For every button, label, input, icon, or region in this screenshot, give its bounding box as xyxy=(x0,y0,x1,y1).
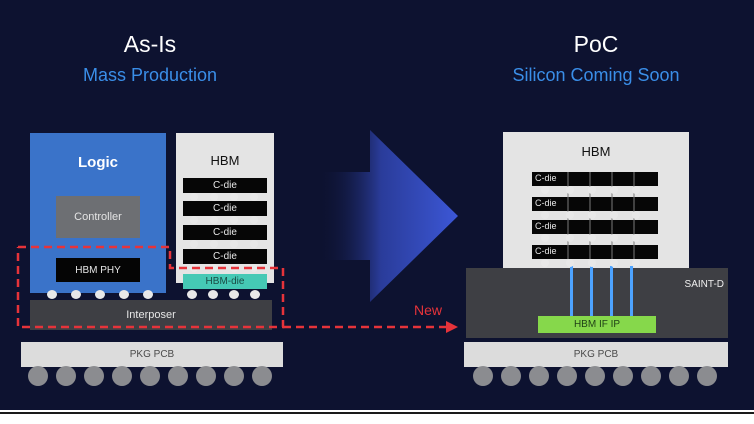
tsv-bump xyxy=(230,240,238,248)
transition-arrow-icon xyxy=(318,130,458,302)
tsv-bump xyxy=(610,234,618,242)
solder-ball xyxy=(557,366,577,386)
solder-ball xyxy=(529,366,549,386)
tsv-bump xyxy=(566,211,574,219)
solder-ball xyxy=(669,366,689,386)
logic-label: Logic xyxy=(78,154,118,171)
tsv-bump xyxy=(190,193,198,201)
tsv-bump xyxy=(250,240,258,248)
tsv-bump xyxy=(210,264,218,272)
hbm-die: HBM-die xyxy=(183,274,267,289)
hbm-die-bump xyxy=(187,290,197,299)
logic-bump xyxy=(71,290,81,299)
tsv-bump xyxy=(610,186,618,194)
c-die-label-poc: C-die xyxy=(535,221,557,231)
tsv-bump xyxy=(541,211,549,219)
new-label: New xyxy=(414,302,443,318)
tsv-line xyxy=(610,266,613,316)
tsv-bump xyxy=(566,259,574,267)
solder-ball xyxy=(84,366,104,386)
tsv-bump xyxy=(632,186,640,194)
tsv-bump xyxy=(588,234,596,242)
tsv-bump xyxy=(541,234,549,242)
diagram-canvas: As-Is Mass Production PoC Silicon Coming… xyxy=(0,0,754,410)
logic-bump xyxy=(95,290,105,299)
solder-ball xyxy=(140,366,160,386)
logic-bump xyxy=(143,290,153,299)
tsv-bump xyxy=(210,240,218,248)
tsv-bump xyxy=(541,259,549,267)
hbm-label-poc: HBM xyxy=(581,144,611,159)
tsv-line xyxy=(630,266,633,316)
c-die-as-is: C-die xyxy=(183,178,267,193)
solder-ball xyxy=(473,366,493,386)
hbm-label-as-is: HBM xyxy=(210,153,240,168)
pkg-pcb-poc: PKG PCB xyxy=(464,342,728,367)
tsv-bump xyxy=(566,186,574,194)
c-die-row-poc xyxy=(532,220,658,234)
hbm-die-bump xyxy=(229,290,239,299)
poc-title: PoC xyxy=(573,31,619,57)
as-is-subtitle: Mass Production xyxy=(82,65,218,85)
hbm-die-bump xyxy=(208,290,218,299)
tsv-bump xyxy=(588,186,596,194)
c-die-row-poc xyxy=(532,172,658,186)
solder-ball xyxy=(697,366,717,386)
solder-ball xyxy=(112,366,132,386)
tsv-bump xyxy=(541,186,549,194)
pkg-pcb-as-is: PKG PCB xyxy=(21,342,283,367)
as-is-title: As-Is xyxy=(123,31,177,57)
tsv-bump xyxy=(210,193,218,201)
tsv-bump xyxy=(190,240,198,248)
c-die-label-poc: C-die xyxy=(535,173,557,183)
controller-block: Controller xyxy=(56,196,140,238)
tsv-bump xyxy=(190,216,198,224)
tsv-bump xyxy=(250,216,258,224)
tsv-bump xyxy=(610,211,618,219)
solder-ball xyxy=(196,366,216,386)
tsv-bump xyxy=(610,259,618,267)
interposer: Interposer xyxy=(30,300,272,330)
solder-ball xyxy=(224,366,244,386)
tsv-line xyxy=(570,266,573,316)
highlight-dashed-outline xyxy=(16,245,458,333)
c-die-as-is: C-die xyxy=(183,225,267,240)
poc-subtitle: Silicon Coming Soon xyxy=(512,65,680,85)
tsv-bump xyxy=(632,234,640,242)
hbm-die-bump xyxy=(250,290,260,299)
solder-ball xyxy=(501,366,521,386)
tsv-bump xyxy=(632,259,640,267)
solder-ball xyxy=(641,366,661,386)
tsv-bump xyxy=(588,259,596,267)
c-die-as-is: C-die xyxy=(183,201,267,216)
c-die-label-poc: C-die xyxy=(535,198,557,208)
logic-bump xyxy=(119,290,129,299)
tsv-bump xyxy=(566,234,574,242)
tsv-line xyxy=(590,266,593,316)
tsv-bump xyxy=(250,264,258,272)
solder-ball xyxy=(613,366,633,386)
bottom-strip xyxy=(0,410,754,424)
solder-ball xyxy=(28,366,48,386)
tsv-bump xyxy=(210,216,218,224)
c-die-label-poc: C-die xyxy=(535,246,557,256)
hbm-if-ip-block: HBM IF IP xyxy=(538,316,656,333)
tsv-bump xyxy=(588,211,596,219)
bottom-divider xyxy=(0,412,754,414)
logic-bump xyxy=(47,290,57,299)
c-die-row-poc xyxy=(532,197,658,211)
tsv-bump xyxy=(250,193,258,201)
hbm-phy-block: HBM PHY xyxy=(56,258,140,282)
saint-d-label: SAINT-D xyxy=(684,279,724,290)
solder-ball xyxy=(168,366,188,386)
tsv-bump xyxy=(632,211,640,219)
solder-ball xyxy=(252,366,272,386)
tsv-bump xyxy=(230,193,238,201)
solder-ball xyxy=(585,366,605,386)
c-die-row-poc xyxy=(532,245,658,259)
c-die-as-is: C-die xyxy=(183,249,267,264)
solder-ball xyxy=(56,366,76,386)
tsv-bump xyxy=(230,216,238,224)
